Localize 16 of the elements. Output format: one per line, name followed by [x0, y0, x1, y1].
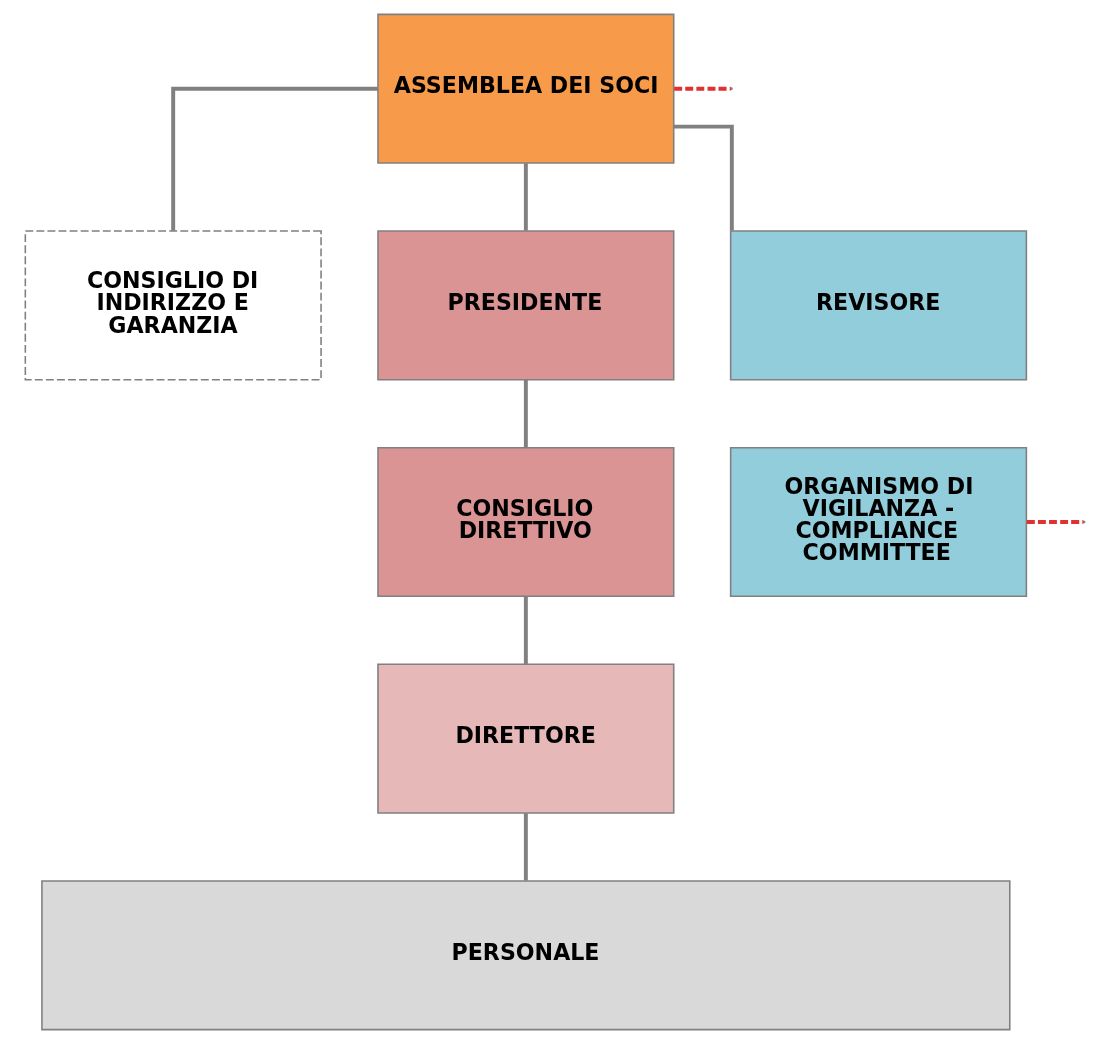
- connector: [523, 379, 528, 448]
- connector: [171, 86, 378, 231]
- node-box: REVISORE: [729, 230, 1028, 381]
- connector: [673, 124, 734, 231]
- node-box: PERSONALE: [41, 880, 1011, 1031]
- connector: [523, 813, 528, 881]
- node-box: PRESIDENTE: [377, 230, 675, 381]
- node-box: CONSIGLIO DIRETTIVO: [377, 446, 675, 598]
- node-box: ASSEMBLEA DEI SOCI: [377, 13, 675, 164]
- connector: [674, 86, 731, 91]
- node-box: DIRETTORE: [377, 663, 675, 814]
- connector: [523, 163, 528, 231]
- node-box: CONSIGLIO DI INDIRIZZO E GARANZIA: [24, 230, 322, 381]
- connector: [523, 596, 528, 664]
- connector: [1026, 520, 1084, 524]
- node-box: ORGANISMO DI VIGILANZA - COMPLIANCE COMMITTEE: [729, 446, 1028, 598]
